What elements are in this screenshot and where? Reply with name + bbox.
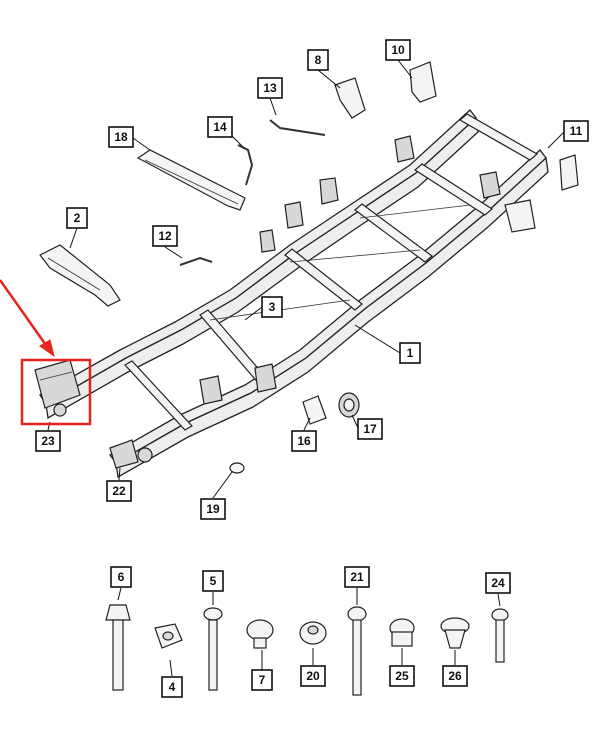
svg-text:6: 6 — [118, 570, 125, 584]
svg-text:26: 26 — [448, 669, 462, 683]
callout-1: 1 — [399, 342, 421, 364]
svg-text:7: 7 — [259, 673, 266, 687]
svg-text:19: 19 — [206, 502, 220, 516]
callout-16: 16 — [291, 430, 317, 452]
callout-26: 26 — [442, 665, 468, 687]
callout-12: 12 — [152, 225, 178, 247]
svg-text:4: 4 — [169, 680, 176, 694]
nut-part-4 — [154, 623, 183, 649]
frame-assembly — [39, 109, 549, 479]
svg-text:13: 13 — [263, 81, 277, 95]
front-bracket-part-23 — [34, 359, 81, 409]
nut-part-26 — [440, 617, 470, 649]
svg-text:1: 1 — [407, 346, 414, 360]
callout-17: 17 — [357, 418, 383, 440]
svg-text:12: 12 — [158, 229, 172, 243]
callout-3: 3 — [261, 296, 283, 318]
callout-14: 14 — [207, 116, 233, 138]
svg-text:20: 20 — [306, 669, 320, 683]
crossmember-part-18 — [136, 149, 246, 211]
rod-part-13 — [269, 119, 326, 136]
callout-24: 24 — [485, 572, 511, 594]
callout-23: 23 — [35, 430, 61, 452]
callout-11: 11 — [563, 120, 589, 142]
bracket-rear — [504, 199, 536, 233]
nut-part-20 — [299, 621, 327, 645]
callout-22: 22 — [106, 480, 132, 502]
callout-13: 13 — [257, 77, 283, 99]
crossmember-part-22 — [109, 439, 139, 469]
svg-text:16: 16 — [297, 434, 311, 448]
bracket-part-16 — [302, 395, 327, 425]
callout-4: 4 — [161, 676, 183, 698]
nut-part-25 — [389, 618, 415, 647]
svg-text:14: 14 — [213, 120, 227, 134]
callout-19: 19 — [200, 498, 226, 520]
svg-text:17: 17 — [363, 422, 377, 436]
svg-text:3: 3 — [269, 300, 276, 314]
highlight-box — [20, 358, 92, 426]
callout-25: 25 — [389, 665, 415, 687]
callout-7: 7 — [251, 669, 273, 691]
callout-6: 6 — [110, 566, 132, 588]
svg-text:18: 18 — [114, 130, 128, 144]
svg-text:5: 5 — [210, 574, 217, 588]
svg-text:25: 25 — [395, 669, 409, 683]
bolt-part-6 — [105, 604, 131, 691]
svg-text:23: 23 — [41, 434, 55, 448]
svg-text:2: 2 — [74, 211, 81, 225]
svg-text:10: 10 — [391, 43, 405, 57]
callout-18: 18 — [108, 126, 134, 148]
bracket-part-8 — [334, 77, 366, 119]
nut-part-7 — [246, 619, 274, 649]
callout-10: 10 — [385, 39, 411, 61]
bolt-part-21 — [347, 606, 367, 696]
svg-text:8: 8 — [315, 53, 322, 67]
svg-text:22: 22 — [112, 484, 126, 498]
svg-text:21: 21 — [350, 570, 364, 584]
svg-text:24: 24 — [491, 576, 505, 590]
bracket-part-2 — [39, 244, 121, 307]
bolt-part-24 — [491, 608, 509, 663]
callout-2: 2 — [66, 207, 88, 229]
callout-20: 20 — [300, 665, 326, 687]
bracket-part-10 — [409, 61, 437, 103]
bolt-part-5 — [203, 607, 223, 691]
highlight-arrow — [0, 279, 55, 358]
callout-5: 5 — [202, 570, 224, 592]
callout-21: 21 — [344, 566, 370, 588]
callout-8: 8 — [307, 49, 329, 71]
rod-part-14 — [237, 144, 254, 186]
rod-part-12 — [179, 256, 213, 266]
bushing-part-17 — [338, 392, 360, 418]
svg-text:11: 11 — [570, 124, 583, 138]
bracket-part-11 — [559, 154, 579, 191]
washer-part-19 — [229, 462, 245, 474]
